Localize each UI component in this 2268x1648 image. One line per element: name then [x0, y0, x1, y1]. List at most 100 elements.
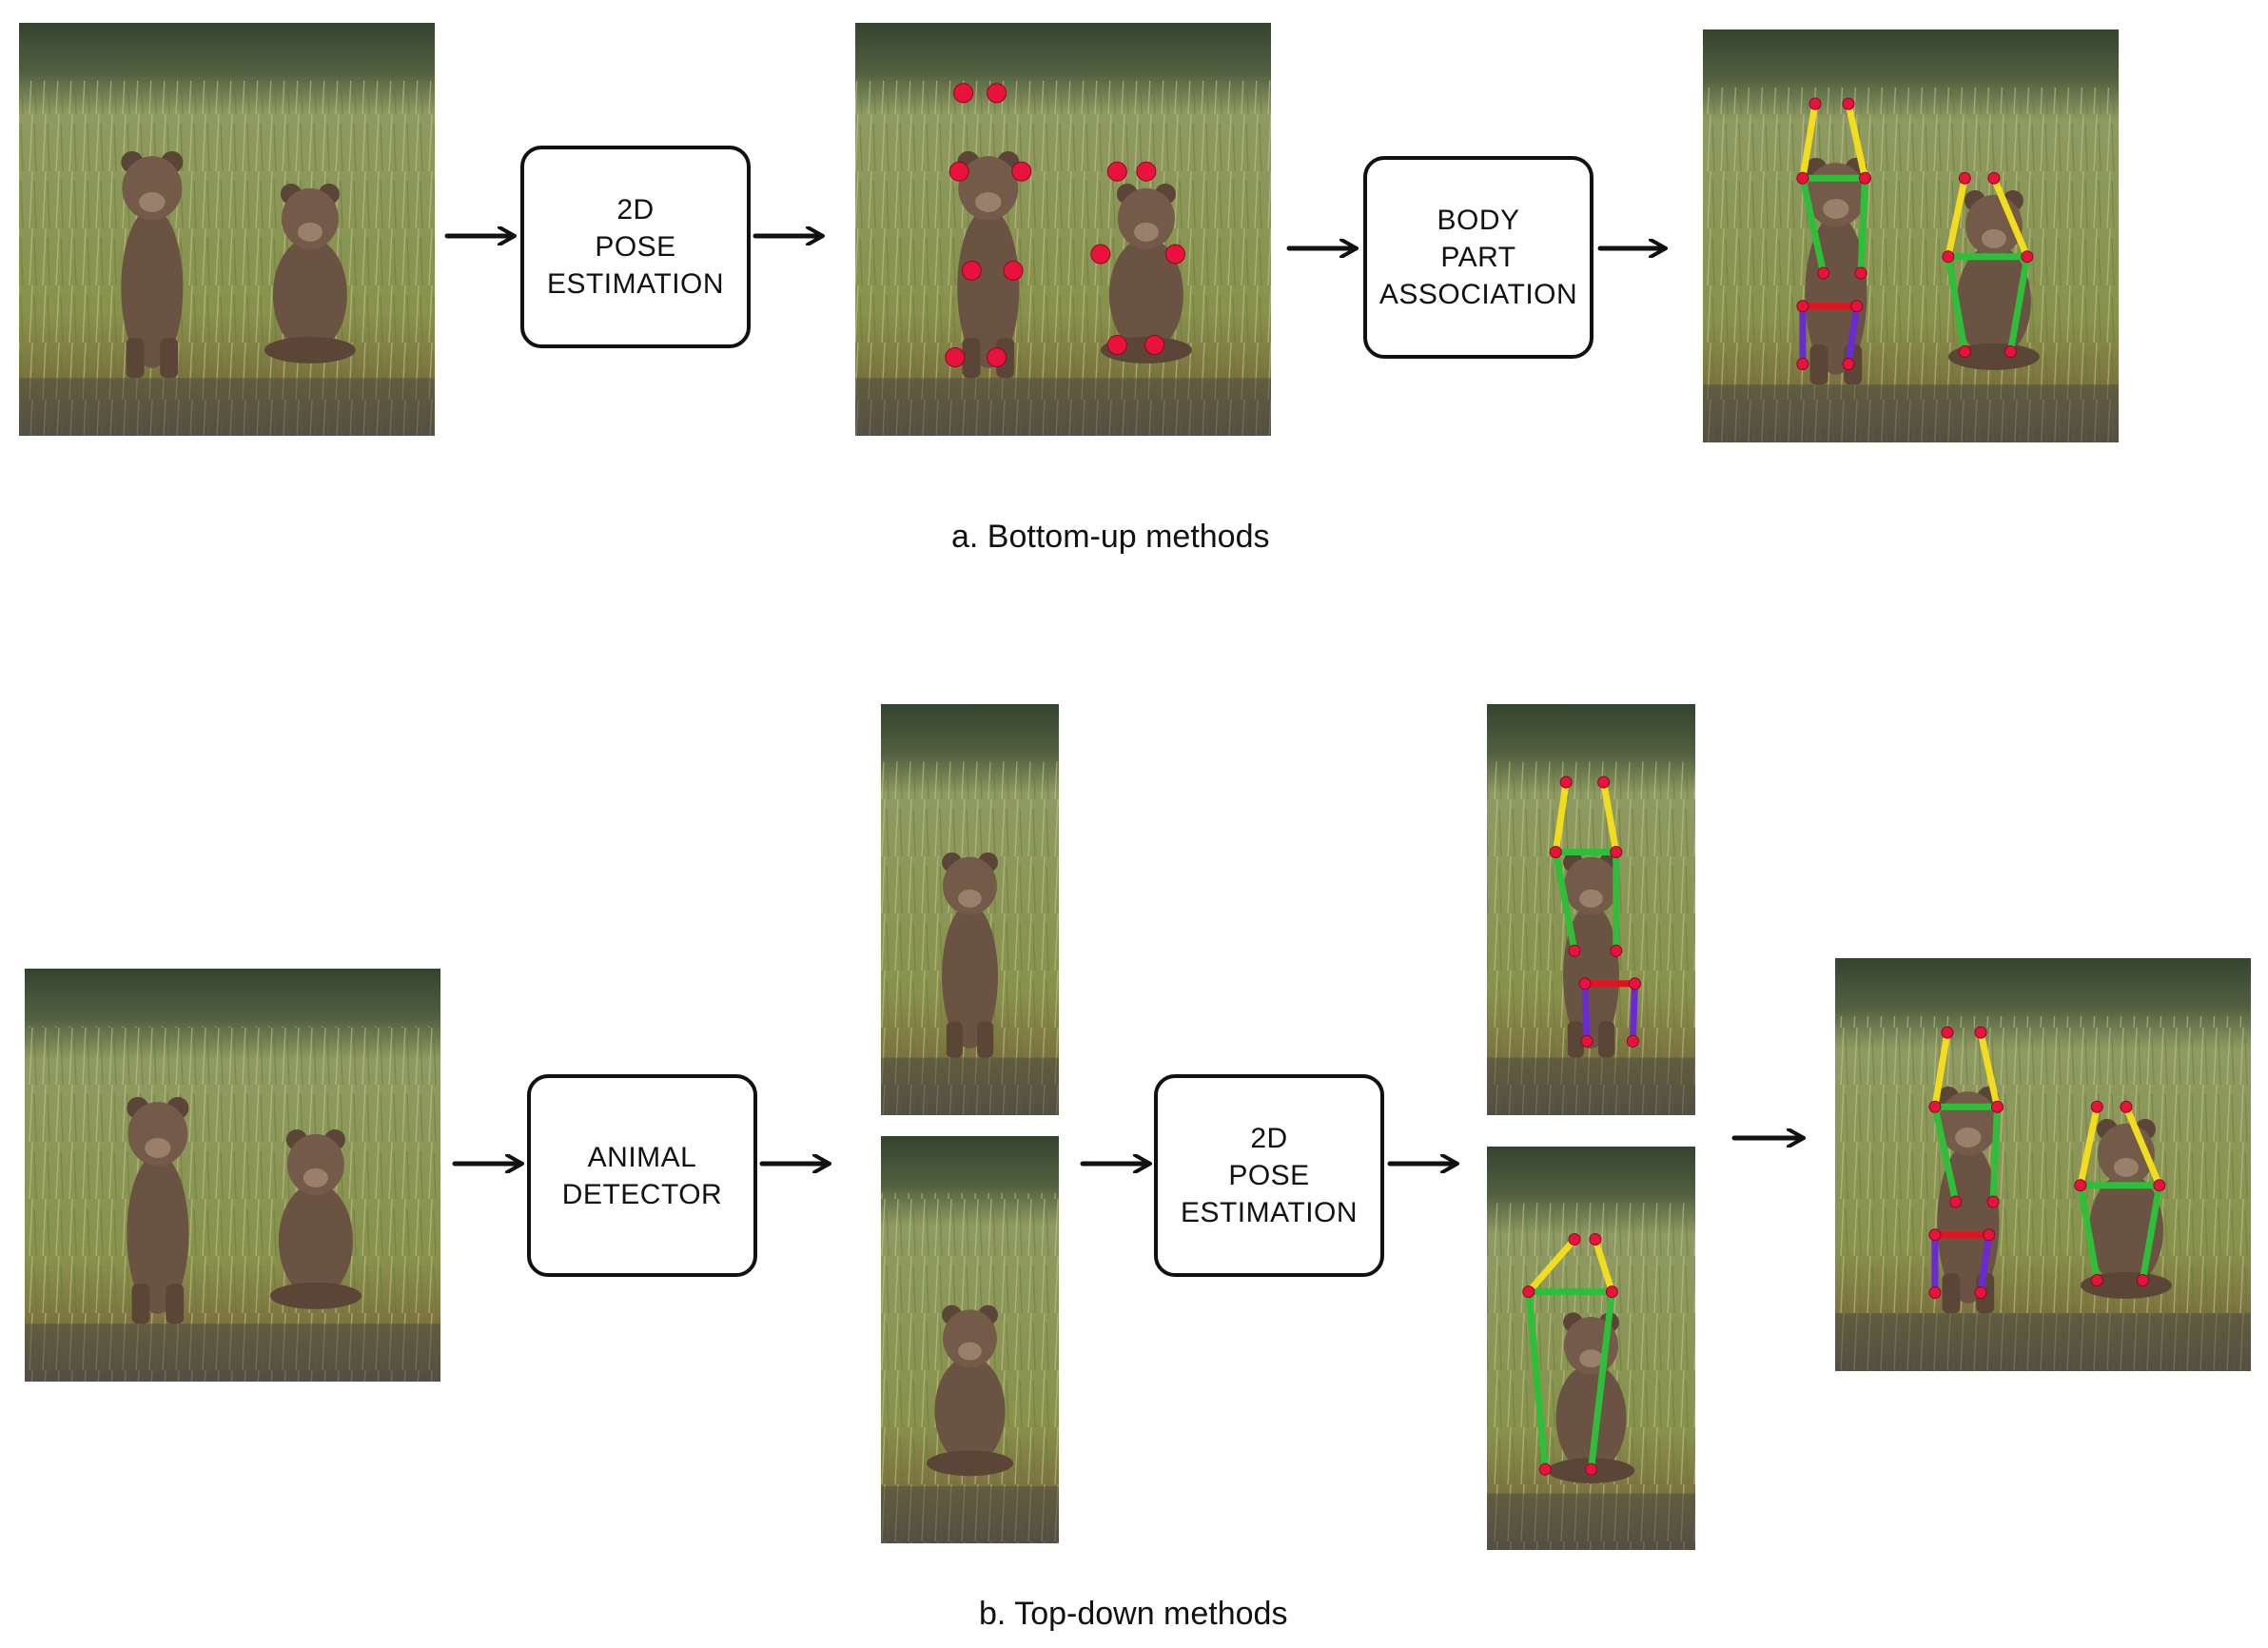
- skeleton-limb: [1629, 980, 1638, 1045]
- bear-head: [943, 1309, 997, 1368]
- keypoint: [1597, 775, 1611, 789]
- keypoint: [1858, 171, 1871, 185]
- grass-texture: [25, 1026, 440, 1382]
- bear-head: [122, 156, 183, 221]
- skeleton-limb: [1845, 100, 1868, 182]
- keypoint: [1928, 1100, 1942, 1113]
- keypoint: [1628, 977, 1641, 991]
- keypoint: [1136, 161, 1157, 182]
- keypoint: [1842, 358, 1855, 371]
- keypoint-photo-a: [855, 23, 1271, 436]
- bear-haunch: [926, 1450, 1014, 1477]
- bear-body: [127, 1153, 189, 1314]
- bear-head: [127, 1102, 188, 1167]
- bear-leg: [1598, 1021, 1615, 1058]
- ground: [19, 378, 435, 436]
- keypoint: [2090, 1274, 2103, 1287]
- skeleton-limb: [1552, 849, 1578, 954]
- bear-body: [942, 904, 998, 1050]
- skeleton-limb: [1588, 1288, 1615, 1473]
- skeleton-limb: [1600, 778, 1620, 856]
- keypoint: [1941, 1026, 1954, 1039]
- bear-snout: [958, 1342, 982, 1361]
- pose-estimation-box-a: 2D POSE ESTIMATION: [520, 146, 751, 348]
- crop-sitting-bear: [881, 1136, 1059, 1543]
- keypoint: [1958, 171, 1971, 185]
- keypoint: [1928, 1228, 1942, 1242]
- skeleton-limb: [1977, 1231, 1993, 1297]
- pose-crop-sitting-bear: [1487, 1147, 1695, 1550]
- keypoint: [2074, 1179, 2087, 1192]
- keypoint: [1854, 266, 1867, 280]
- box-line: ASSOCIATION: [1378, 279, 1578, 310]
- keypoint: [1538, 1462, 1552, 1476]
- skeleton-limb: [1799, 100, 1819, 182]
- animal-detector-box: ANIMAL DETECTOR: [527, 1074, 757, 1277]
- skeleton-limb: [1931, 1029, 1951, 1110]
- bear-head: [958, 156, 1019, 221]
- keypoints-a: [945, 83, 1185, 368]
- bear: [121, 150, 184, 379]
- bear-head: [286, 1133, 344, 1195]
- skeleton-limb: [1857, 174, 1868, 277]
- grass-texture: [855, 80, 1271, 436]
- grass-texture: [1703, 87, 2119, 442]
- bear-snout: [1981, 228, 2006, 248]
- keypoint: [1974, 1286, 1987, 1300]
- keypoint: [1003, 260, 1024, 281]
- keypoint: [1549, 846, 1562, 859]
- skeleton-limb: [1990, 174, 2031, 261]
- keypoint: [1090, 244, 1111, 265]
- caption-top-down: b. Top-down methods: [979, 1596, 1288, 1632]
- keypoint: [1580, 1034, 1593, 1048]
- bear-body: [1563, 904, 1619, 1050]
- keypoint: [1106, 335, 1127, 356]
- ground: [1703, 384, 2119, 442]
- skeleton-limb: [2077, 1182, 2101, 1285]
- pose-estimation-box-b: 2D POSE ESTIMATION: [1154, 1074, 1384, 1277]
- skeleton-sitting-bear-b: [2074, 1100, 2166, 1287]
- keypoint: [1928, 1286, 1942, 1300]
- bear: [926, 1305, 1014, 1477]
- skeleton-limb: [1989, 1103, 2001, 1206]
- skeleton-limb: [1945, 174, 1968, 261]
- skeleton-limb: [1525, 1288, 1549, 1473]
- bear-snout: [975, 191, 1002, 212]
- bear-snout: [139, 191, 166, 212]
- arrows: [444, 236, 1803, 1164]
- bear: [1947, 189, 2040, 370]
- bear-snout: [303, 1167, 328, 1187]
- keypoint: [1796, 171, 1809, 185]
- bear-body: [1555, 1364, 1627, 1473]
- bear: [264, 183, 356, 363]
- keypoint: [2021, 250, 2034, 264]
- keypoint: [953, 83, 974, 104]
- bear: [1563, 852, 1619, 1058]
- bear: [1100, 183, 1192, 363]
- keypoint: [987, 83, 1007, 104]
- keypoint: [1983, 1228, 1996, 1242]
- bear-leg: [166, 1284, 185, 1324]
- ground: [881, 1057, 1059, 1115]
- box-line: 2D: [1250, 1123, 1288, 1154]
- keypoint: [2136, 1274, 2149, 1287]
- skeleton-limb: [2077, 1103, 2101, 1189]
- keypoint: [1144, 335, 1165, 356]
- bear-head: [1117, 187, 1175, 249]
- bear-leg: [946, 1021, 963, 1058]
- keypoint: [1011, 161, 1032, 182]
- keypoint: [1106, 161, 1127, 182]
- grass-texture: [1835, 1015, 2251, 1371]
- bear: [942, 852, 998, 1058]
- keypoint: [1605, 1285, 1618, 1299]
- bear-body: [957, 207, 1020, 368]
- bear-leg: [160, 338, 179, 379]
- grass-texture: [19, 80, 435, 436]
- bear-snout: [297, 222, 323, 242]
- skeleton-limb: [2122, 1103, 2163, 1189]
- keypoint: [1585, 1462, 1597, 1476]
- ground: [881, 1486, 1059, 1543]
- keypoint: [1589, 1233, 1602, 1246]
- box-line: DETECTOR: [561, 1178, 723, 1210]
- skeleton-limb: [1845, 303, 1861, 368]
